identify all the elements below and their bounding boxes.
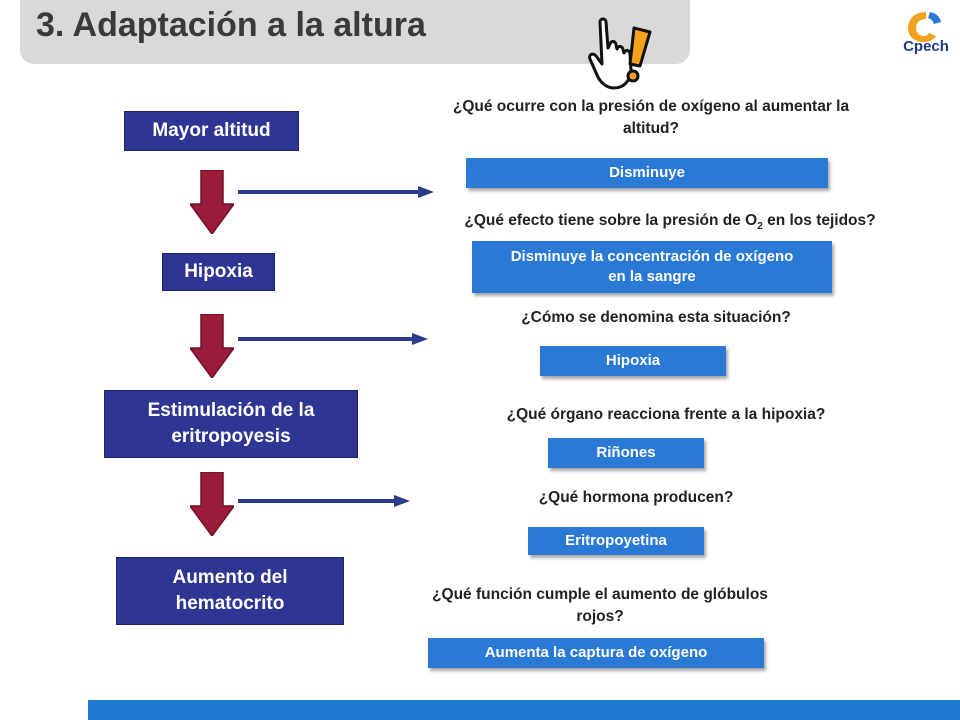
title-bar <box>20 0 690 64</box>
down-arrow <box>190 314 234 378</box>
question-3: ¿Cómo se denomina esta situación? <box>521 309 791 326</box>
answer-box-4: Riñones <box>548 438 704 468</box>
answer-box-1: Disminuye <box>466 158 828 188</box>
flow-box-mayor-altitud: Mayor altitud <box>124 111 299 151</box>
logo-text: Cpech <box>903 38 949 55</box>
right-arrow <box>238 495 410 507</box>
flow-box-eritropoyesis: Estimulación de la eritropoyesis <box>104 390 358 458</box>
flow-box-label: Mayor altitud <box>152 120 271 142</box>
flow-box-label: Hipoxia <box>184 261 253 283</box>
question-5: ¿Qué hormona producen? <box>538 489 734 506</box>
footer-bar <box>88 700 960 720</box>
cpech-logo-icon <box>908 12 941 42</box>
answer-box-6: Aumenta la captura de oxígeno <box>428 638 764 668</box>
right-arrow <box>238 333 428 345</box>
answer-box-3: Hipoxia <box>540 346 726 376</box>
hand-pointer-icon <box>588 17 652 90</box>
answer-box-5: Eritropoyetina <box>528 527 704 555</box>
down-arrow <box>190 472 234 536</box>
page-title: 3. Adaptación a la altura <box>36 6 426 44</box>
question-2-text-end: en los tejidos? <box>762 212 876 229</box>
question-2-text: ¿Qué efecto tiene sobre la presión de O <box>464 212 758 229</box>
flow-box-hematocrito: Aumento del hematocrito <box>116 557 344 625</box>
question-1: ¿Qué ocurre con la presión de oxígeno al… <box>452 98 850 137</box>
down-arrow <box>190 170 234 234</box>
question-2: ¿Qué efecto tiene sobre la presión de O2… <box>400 210 940 234</box>
right-arrow <box>238 186 434 198</box>
flow-box-label: Aumento del hematocrito <box>172 567 288 614</box>
answer-box-2: Disminuye la concentración de oxígeno en… <box>472 241 832 293</box>
flow-box-label: Estimulación de la eritropoyesis <box>147 400 315 447</box>
question-6: ¿Qué función cumple el aumento de glóbul… <box>432 586 768 625</box>
question-2-subscript: 2 <box>757 221 763 233</box>
question-4: ¿Qué órgano reacciona frente a la hipoxi… <box>506 406 826 423</box>
flow-box-hipoxia: Hipoxia <box>162 253 275 291</box>
